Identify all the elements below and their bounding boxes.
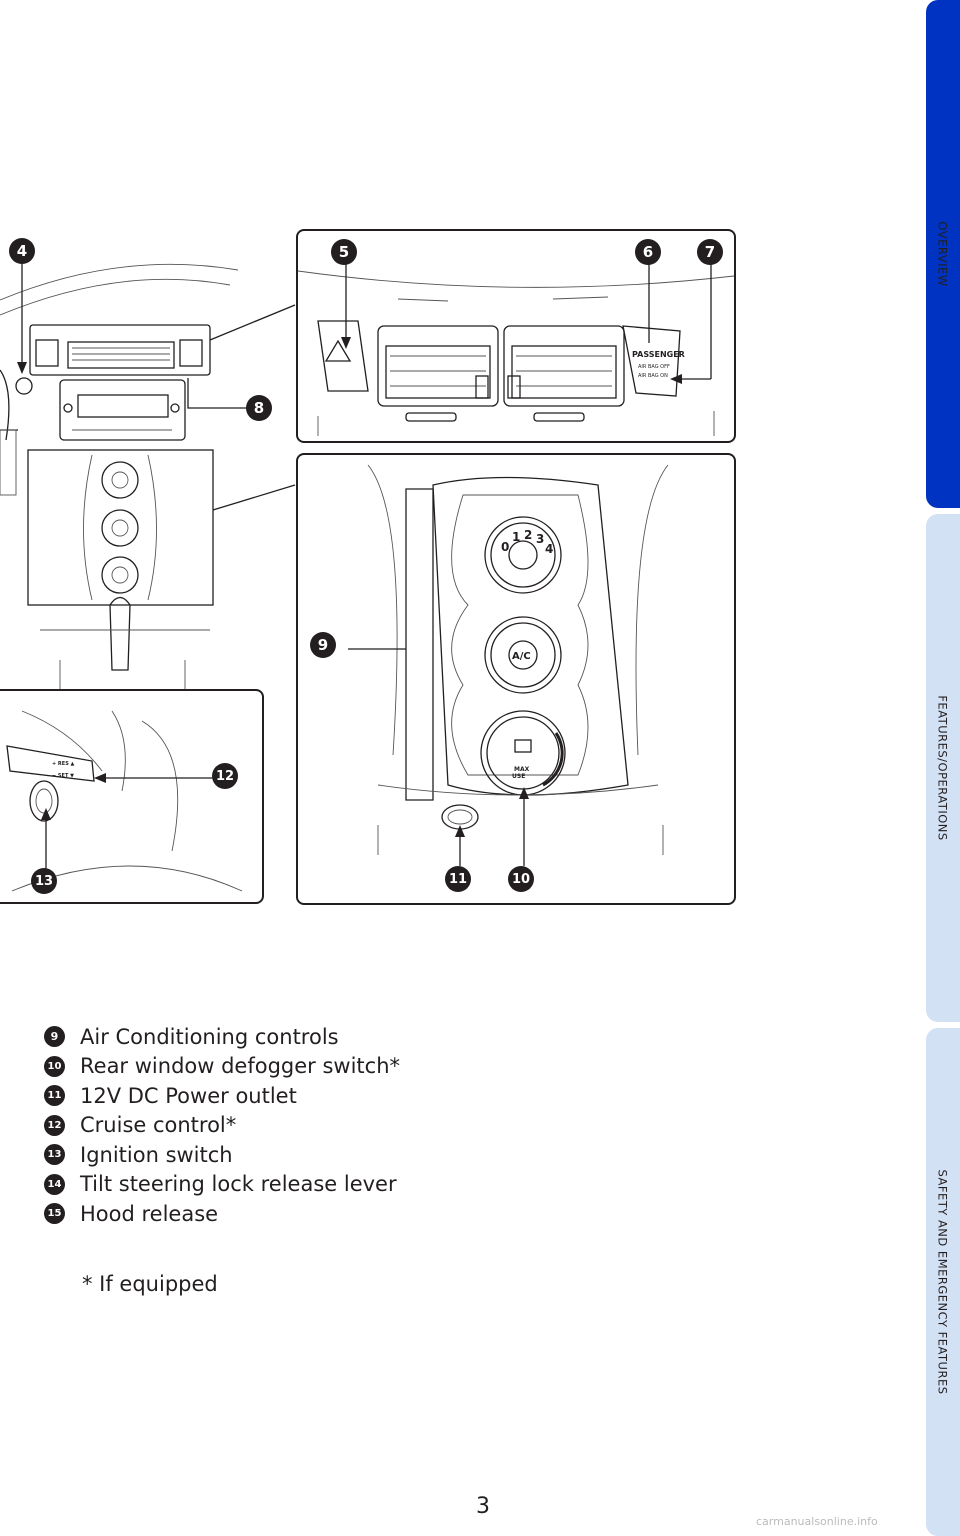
callout-9: 9 (310, 632, 336, 658)
legend-text: Ignition switch (80, 1142, 233, 1167)
ac-controls-panel: 0 1 2 3 4 A/C MAX USE (296, 453, 736, 905)
tab-features-operations[interactable]: FEATURES/OPERATIONS (926, 514, 960, 1022)
use-label: USE (512, 773, 525, 780)
callout-8-leader (187, 378, 250, 409)
legend-text: 12V DC Power outlet (80, 1083, 297, 1108)
airbag-off-label: AIR BAG OFF (638, 364, 670, 370)
hazard-icon (324, 339, 352, 362)
footnote: * If equipped (82, 1272, 218, 1296)
legend-item: 10 Rear window defogger switch* (44, 1052, 400, 1082)
callout-4-leader (17, 262, 27, 374)
vents-hazard-illustration: PASSENGER AIR BAG OFF AIR BAG ON (298, 253, 734, 436)
legend-text: Cruise control* (80, 1113, 237, 1138)
legend-badge: 9 (44, 1026, 65, 1048)
callout-12: 12 (212, 763, 238, 789)
callout-5: 5 (331, 239, 357, 265)
tab-safety-emergency[interactable]: SAFETY AND EMERGENCY FEATURES (926, 1028, 960, 1536)
callout-7: 7 (697, 239, 723, 265)
legend-item: 13 Ignition switch (44, 1140, 400, 1170)
ac-controls-illustration: 0 1 2 3 4 A/C MAX USE (348, 464, 669, 866)
legend-badge: 10 (44, 1055, 65, 1077)
tab-features-label: FEATURES/OPERATIONS (936, 695, 951, 841)
tab-safety-bg (926, 1028, 960, 1536)
callout-6: 6 (635, 239, 661, 265)
fan-4: 4 (545, 542, 553, 556)
page-number: 3 (476, 1494, 490, 1519)
callout-8: 8 (246, 395, 272, 421)
fan-1: 1 (512, 530, 520, 544)
fan-2: 2 (524, 528, 532, 542)
legend-list: 9 Air Conditioning controls 10 Rear window… (44, 1022, 400, 1229)
legend-badge: 12 (44, 1114, 65, 1136)
res-label: + RES ▲ (52, 761, 75, 767)
passenger-label: PASSENGER (632, 350, 685, 359)
tab-safety-label: SAFETY AND EMERGENCY FEATURES (936, 1169, 951, 1395)
vents-hazard-panel: PASSENGER AIR BAG OFF AIR BAG ON (296, 229, 736, 443)
legend-text: Hood release (80, 1201, 219, 1226)
watermark: carmanualsonline.info (756, 1515, 878, 1528)
tab-overview-label: OVERVIEW (936, 221, 950, 287)
legend-item: 15 Hood release (44, 1199, 400, 1229)
tab-features-bg (926, 514, 960, 1022)
airbag-on-label: AIR BAG ON (638, 373, 668, 379)
legend-text: Tilt steering lock release lever (80, 1172, 397, 1197)
callout-13: 13 (31, 868, 57, 894)
legend-item: 11 12V DC Power outlet (44, 1081, 400, 1111)
legend-item: 12 Cruise control* (44, 1111, 400, 1141)
callout-10: 10 (508, 866, 534, 892)
tab-overview-bg (926, 0, 960, 508)
legend-text: Rear window defogger switch* (80, 1054, 401, 1079)
callout-11: 11 (445, 866, 471, 892)
fan-3: 3 (536, 532, 544, 546)
set-label: − SET ▼ (52, 773, 74, 779)
callout-4: 4 (9, 238, 35, 264)
legend-badge: 15 (44, 1203, 65, 1225)
legend-item: 9 Air Conditioning controls (44, 1022, 400, 1052)
max-label: MAX (514, 766, 530, 773)
legend-badge: 11 (44, 1085, 65, 1107)
fan-0: 0 (501, 540, 509, 554)
legend-badge: 13 (44, 1144, 65, 1166)
legend-text: Air Conditioning controls (80, 1024, 339, 1049)
legend-badge: 14 (44, 1173, 65, 1195)
legend-item: 14 Tilt steering lock release lever (44, 1170, 400, 1200)
ac-label: A/C (512, 651, 531, 662)
tab-overview[interactable]: OVERVIEW (926, 0, 960, 508)
dashboard-overview-illustration (0, 263, 296, 690)
